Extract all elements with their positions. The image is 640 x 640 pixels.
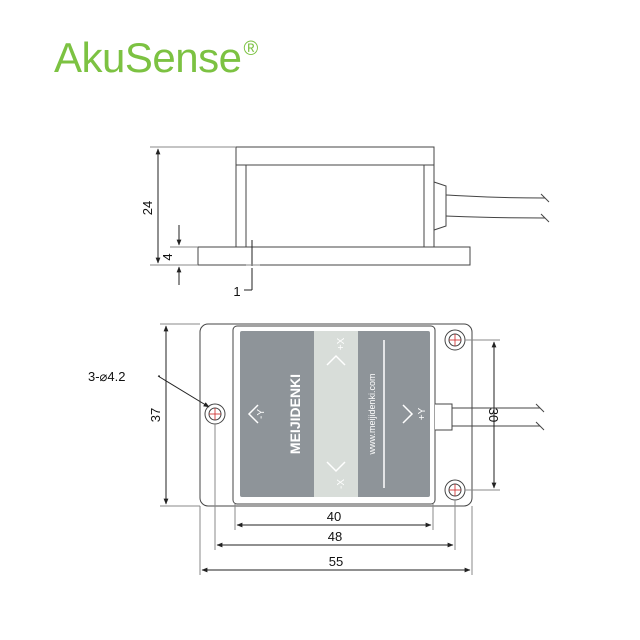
- cable-gland: [435, 403, 453, 431]
- axis-arrows: [247, 354, 414, 473]
- label-brand: MEIJIDENKI: [287, 374, 303, 454]
- top-view-dimensions: [160, 323, 500, 575]
- axis-minus-y: -Y: [256, 409, 267, 419]
- dim-overall-width: 55: [329, 554, 343, 569]
- mounting-hole-top-right: [444, 329, 466, 351]
- side-view: [150, 146, 550, 291]
- minus-y-arrow-icon: [247, 404, 259, 424]
- logo-text: AkuSense: [54, 34, 242, 81]
- label-panel: [240, 331, 430, 497]
- dim-hole-spacing-horizontal: 48: [328, 529, 342, 544]
- mounting-hole-left: [204, 403, 226, 425]
- dim-hole-spacing-vertical: 30: [486, 408, 501, 422]
- label-website: www.meijidenki.com: [367, 373, 377, 455]
- axis-minus-x: -X: [336, 479, 347, 489]
- mounting-holes: [204, 329, 466, 501]
- side-cable-gland: [433, 181, 447, 231]
- mounting-hole-bottom-right: [444, 479, 466, 501]
- dim-side-height: 24: [140, 201, 155, 215]
- hole-callout-text: 3-⌀4.2: [88, 369, 125, 384]
- axis-plus-y: +Y: [417, 407, 428, 420]
- side-base-flange: [197, 246, 471, 266]
- dim-base-offset: 1: [233, 284, 240, 299]
- label-light-band: [314, 331, 358, 497]
- minus-x-arrow-icon: [326, 461, 346, 473]
- plus-x-arrow-icon: [326, 354, 346, 366]
- axis-plus-x: +X: [336, 337, 347, 350]
- dim-flange-height: 4: [160, 253, 175, 260]
- side-body: [235, 146, 435, 248]
- akusense-logo: AkuSense ®: [54, 30, 258, 86]
- side-cable: [445, 194, 546, 199]
- dim-top-height: 37: [148, 408, 163, 422]
- plus-y-arrow-icon: [402, 404, 414, 424]
- registered-mark: ®: [243, 38, 259, 60]
- dim-label-width: 40: [327, 509, 341, 524]
